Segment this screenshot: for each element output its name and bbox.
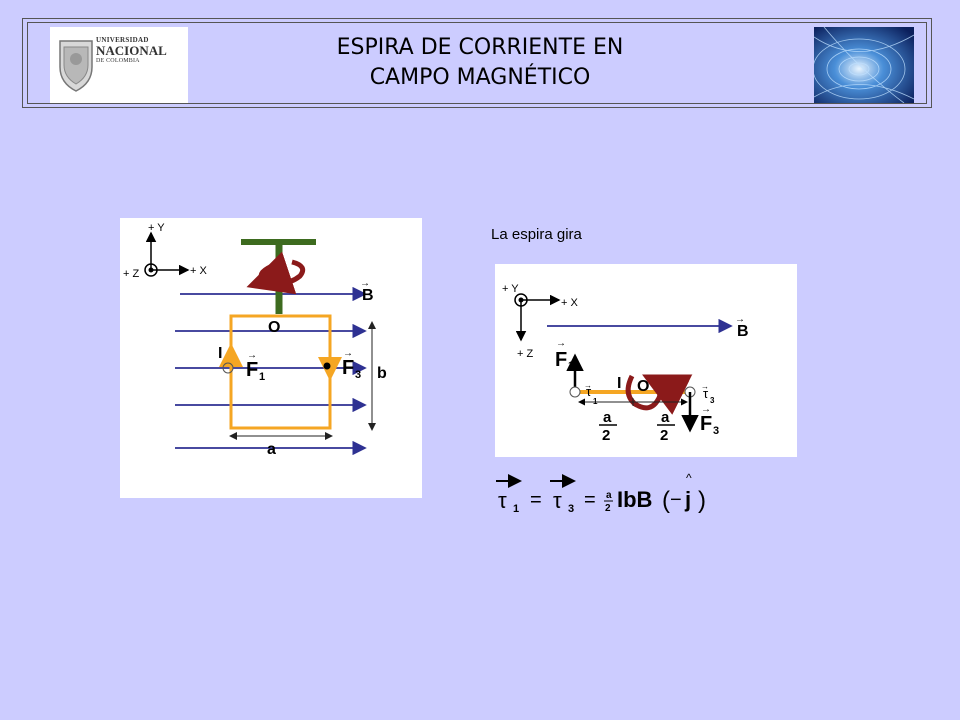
half-a-left: a 2 [599,409,617,444]
formula-sub1: 1 [513,503,519,515]
half-a-right: a 2 [657,409,675,444]
formula-frac-num: a [606,490,612,501]
axis-x-label: + X [190,265,207,277]
formula-frac-den: 2 [605,503,611,514]
formula-open: ( [662,487,670,514]
origin-label-right: O [637,378,649,395]
svg-text:2: 2 [660,427,668,444]
svg-text:→: → [584,381,592,390]
formula-close: ) [698,487,706,514]
rotation-caption: La espira gira [491,226,582,243]
header-frame-inner [27,22,927,104]
magnetic-field-image [814,27,914,103]
formula-tau1: τ [498,488,507,513]
title-line-1: ESPIRA DE CORRIENTE EN [336,35,624,60]
formula-eq2: = [584,489,596,511]
logo-text: UNIVERSIDAD NACIONAL DE COLOMBIA [96,36,186,64]
logo-line3: DE COLOMBIA [96,57,140,64]
logo-line1: UNIVERSIDAD [96,36,149,44]
svg-text:→: → [343,348,353,359]
axis-y-label: + Y [148,222,165,234]
force1-label: F [246,359,258,381]
torque1-label: τ [586,384,592,399]
rotation-axle [241,239,316,314]
svg-text:→: → [556,338,566,349]
force3-label-right: F [700,413,712,435]
current-label: I [218,345,222,362]
loop-front-view-panel: + Y + X + Z B → O I F 1 → [120,218,422,498]
field-label: B [362,287,374,304]
torque3-subscript: 3 [710,396,715,405]
axes-left: + Y + X + Z [123,222,207,280]
axis-z-label: + Z [123,268,139,280]
formula-eq1: = [530,489,542,511]
side-a-label: a [267,441,276,458]
force1-subscript-right: 1 [568,360,574,372]
formula-tau3: τ [553,488,562,513]
header-frame-outer [22,18,932,108]
axes-right: + Y + X + Z [502,283,578,360]
torque-formula: τ 1 = τ 3 = a 2 IbB ( − ^ j ) [486,468,716,518]
axis-x-label-right: + X [561,297,578,309]
formula-hat: ^ [686,471,692,485]
formula-rest: IbB [617,487,652,512]
page-title: ESPIRA DE CORRIENTE EN CAMPO MAGNÉTICO [260,33,700,93]
force3-subscript-right: 3 [713,425,719,437]
axis-z-label-right: + Z [517,348,533,360]
side-b-label: b [377,365,387,382]
svg-text:a: a [603,409,612,426]
loop-top-view-panel: + Y + X + Z B → F 1 → I O F 3 → τ 1 → τ … [495,264,797,457]
torque3-label: τ [703,386,709,401]
loop-front-view-diagram: + Y + X + Z B → O I F 1 → [123,222,387,458]
force3-subscript: 3 [355,369,361,381]
formula-j: j [684,487,691,512]
current-label-right: I [617,375,621,392]
field-label-right: B [737,323,749,340]
svg-text:→: → [360,278,370,289]
university-logo: UNIVERSIDAD NACIONAL DE COLOMBIA [50,27,188,103]
title-line-2: CAMPO MAGNÉTICO [369,65,591,90]
svg-text:→: → [701,404,711,415]
origin-label: O [268,319,280,336]
svg-text:2: 2 [602,427,610,444]
force1-subscript: 1 [259,371,265,383]
svg-text:→: → [247,350,257,361]
loop-top-view-diagram: + Y + X + Z B → F 1 → I O F 3 → τ 1 → τ … [502,283,749,444]
force3-label: F [342,357,354,379]
axis-y-label-right: + Y [502,283,519,295]
svg-text:→: → [735,314,745,325]
formula-minus: − [670,489,682,511]
coat-of-arms-icon [59,40,93,92]
svg-text:→: → [701,382,709,391]
formula-sub3: 3 [568,503,574,515]
svg-text:a: a [661,409,670,426]
force1-label-right: F [555,349,567,371]
logo-line2: NACIONAL [96,43,167,59]
